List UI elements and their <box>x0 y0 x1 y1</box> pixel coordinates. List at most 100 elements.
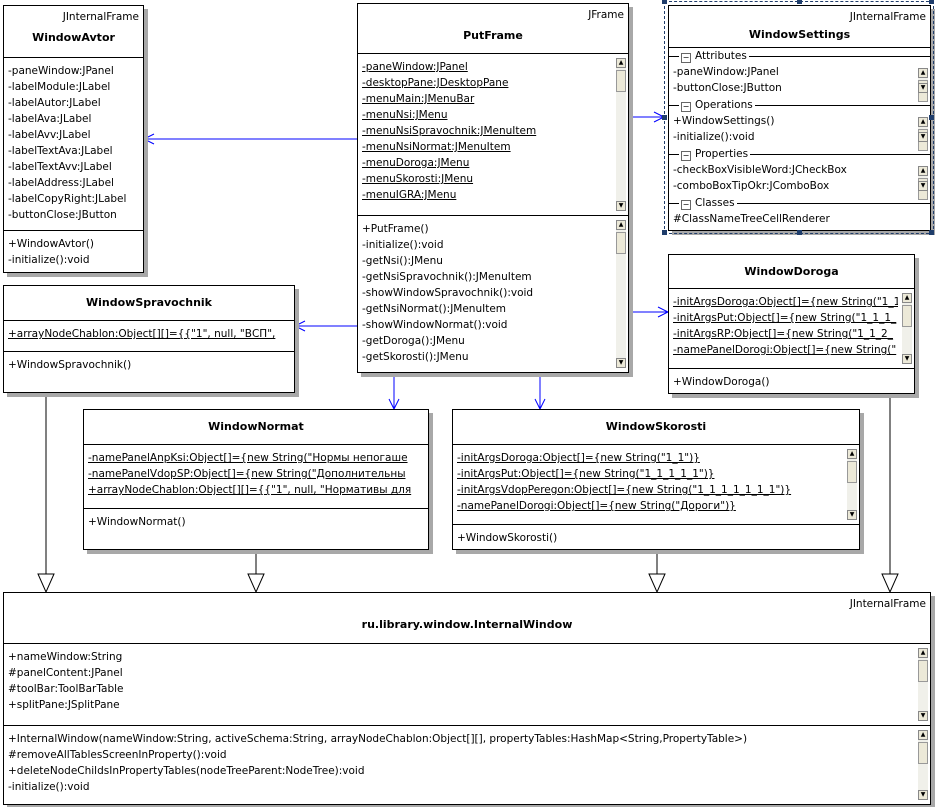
arrow-up-icon[interactable]: ▲ <box>616 58 626 68</box>
scrollbar[interactable]: ▲▼ <box>616 220 626 368</box>
attribute-item[interactable]: -initArgsPut:Object[]={new String("1_1_1… <box>457 468 715 480</box>
attribute-item[interactable]: -namePanelVdopSP:Object[]={new String("Д… <box>88 468 406 480</box>
operation-item[interactable]: #removeAllTablesScreenInProperty():void <box>8 749 227 761</box>
arrow-down-icon[interactable]: ▼ <box>918 132 928 142</box>
attribute-item[interactable]: -namePanelDorogi:Object[]={new String(" <box>673 344 897 356</box>
attribute-item[interactable]: -labelTextAvv:JLabel <box>8 161 112 173</box>
attribute-item[interactable]: -buttonClose:JButton <box>8 209 117 221</box>
arrow-down-icon[interactable]: ▼ <box>918 790 928 800</box>
resize-handle[interactable] <box>929 115 934 120</box>
scrollbar[interactable]: ▲▼ <box>918 68 928 102</box>
scrollbar-thumb[interactable] <box>902 305 912 327</box>
group-properties[interactable]: −Properties <box>669 146 930 162</box>
resize-handle[interactable] <box>929 0 934 4</box>
scrollbar-thumb[interactable] <box>847 461 857 483</box>
arrow-down-icon[interactable]: ▼ <box>918 711 928 721</box>
group-classes[interactable]: −Classes <box>669 195 930 211</box>
scrollbar-thumb[interactable] <box>918 742 928 764</box>
scrollbar[interactable]: ▲▼ <box>918 648 928 721</box>
attribute-item[interactable]: -labelAvv:JLabel <box>8 129 91 141</box>
attribute-item[interactable]: -initArgsVdopPeregon:Object[]={new Strin… <box>457 484 792 496</box>
resize-handle[interactable] <box>797 0 802 4</box>
minus-box-icon[interactable]: − <box>681 53 691 63</box>
attribute-item[interactable]: -menuSkorosti:JMenu <box>362 173 474 185</box>
minus-box-icon[interactable]: − <box>681 200 691 210</box>
member-item[interactable]: +WindowSettings() <box>673 115 775 127</box>
attribute-item[interactable]: -initArgsDoroga:Object[]={new String("1_… <box>457 452 700 464</box>
group-operations[interactable]: −Operations <box>669 97 930 113</box>
resize-handle[interactable] <box>662 230 667 235</box>
attribute-item[interactable]: -menuDoroga:JMenu <box>362 157 470 169</box>
class-window-skorosti[interactable]: WindowSkorosti-initArgsDoroga:Object[]={… <box>452 409 860 550</box>
resize-handle[interactable] <box>662 115 667 120</box>
attribute-item[interactable]: -labelCopyRight:JLabel <box>8 193 127 205</box>
operation-item[interactable]: -getNsi():JMenu <box>362 255 443 267</box>
operation-item[interactable]: -initialize():void <box>8 254 90 266</box>
arrow-down-icon[interactable]: ▼ <box>847 510 857 520</box>
attribute-item[interactable]: -labelAva:JLabel <box>8 113 92 125</box>
attribute-item[interactable]: -labelAutor:JLabel <box>8 97 101 109</box>
scrollbar-thumb[interactable] <box>616 70 626 92</box>
operation-item[interactable]: +InternalWindow(nameWindow:String, activ… <box>8 733 748 745</box>
operation-item[interactable]: -getSkorosti():JMenu <box>362 351 469 363</box>
scrollbar[interactable]: ▲▼ <box>918 117 928 151</box>
attribute-item[interactable]: -initArgsRP:Object[]={new String("1_1_2_ <box>673 328 893 340</box>
operation-item[interactable]: +PutFrame() <box>362 223 429 235</box>
member-item[interactable]: -buttonClose:JButton <box>673 82 782 94</box>
operation-item[interactable]: +WindowDoroga() <box>673 376 770 388</box>
member-item[interactable]: -initialize():void <box>673 131 755 143</box>
operation-item[interactable]: +WindowNormat() <box>88 516 186 528</box>
arrow-down-icon[interactable]: ▼ <box>902 354 912 364</box>
operation-item[interactable]: +WindowSpravochnik() <box>8 359 132 371</box>
arrow-down-icon[interactable]: ▼ <box>616 358 626 368</box>
operation-item[interactable]: -initialize():void <box>8 781 90 793</box>
operation-item[interactable]: -showWindowSpravochnik():void <box>362 287 534 299</box>
operation-item[interactable]: -initialize():void <box>362 239 444 251</box>
scrollbar-thumb[interactable] <box>918 660 928 682</box>
group-attributes[interactable]: −Attributes <box>669 48 930 64</box>
scrollbar[interactable]: ▲▼ <box>918 166 928 200</box>
attribute-item[interactable]: -namePanelDorogi:Object[]={new String("Д… <box>457 500 736 512</box>
scrollbar[interactable]: ▲▼ <box>902 293 912 364</box>
class-window-normat[interactable]: WindowNormat-namePanelAnpKsi:Object[]={n… <box>83 409 429 550</box>
attribute-item[interactable]: -desktopPane:JDesktopPane <box>362 77 509 89</box>
class-window-doroga[interactable]: WindowDoroga-initArgsDoroga:Object[]={ne… <box>668 254 915 394</box>
operation-item[interactable]: +deleteNodeChildsInPropertyTables(nodeTr… <box>8 765 365 777</box>
arrow-down-icon[interactable]: ▼ <box>918 83 928 93</box>
operation-item[interactable]: -getNsiSpravochnik():JMenuItem <box>362 271 532 283</box>
class-window-spravochnik[interactable]: WindowSpravochnik+arrayNodeChablon:Objec… <box>3 285 295 393</box>
attribute-item[interactable]: -menuIGRA:JMenu <box>362 189 457 201</box>
member-item[interactable]: -comboBoxTipOkr:JComboBox <box>673 180 830 192</box>
attribute-item[interactable]: +arrayNodeChablon:Object[][]={{"1", null… <box>88 484 412 496</box>
attribute-item[interactable]: -namePanelAnpKsi:Object[]={new String("Н… <box>88 452 408 464</box>
attribute-item[interactable]: -paneWindow:JPanel <box>8 65 114 77</box>
attribute-item[interactable]: -initArgsPut:Object[]={new String("1_1_1… <box>673 312 897 324</box>
attribute-item[interactable]: -initArgsDoroga:Object[]={new String("1_… <box>673 296 898 308</box>
member-item[interactable]: -checkBoxVisibleWord:JCheckBox <box>673 164 847 176</box>
arrow-up-icon[interactable]: ▲ <box>902 293 912 303</box>
attribute-item[interactable]: #panelContent:JPanel <box>8 667 123 679</box>
attribute-item[interactable]: -menuNsiSpravochnik:JMenuItem <box>362 125 537 137</box>
operation-item[interactable]: -getNsiNormat():JMenuItem <box>362 303 507 315</box>
member-item[interactable]: #ClassNameTreeCellRenderer <box>673 213 830 225</box>
arrow-down-icon[interactable]: ▼ <box>616 201 626 211</box>
resize-handle[interactable] <box>662 0 667 4</box>
attribute-item[interactable]: -labelTextAva:JLabel <box>8 145 113 157</box>
operation-item[interactable]: -showWindowNormat():void <box>362 319 508 331</box>
attribute-item[interactable]: -paneWindow:JPanel <box>362 61 468 73</box>
attribute-item[interactable]: -menuMain:JMenuBar <box>362 93 475 105</box>
arrow-up-icon[interactable]: ▲ <box>918 730 928 740</box>
resize-handle[interactable] <box>797 230 802 235</box>
scrollbar[interactable]: ▲▼ <box>847 449 857 520</box>
arrow-up-icon[interactable]: ▲ <box>918 648 928 658</box>
scrollbar-thumb[interactable] <box>616 232 626 254</box>
arrow-down-icon[interactable]: ▼ <box>918 181 928 191</box>
minus-box-icon[interactable]: − <box>681 102 691 112</box>
attribute-item[interactable]: -menuNsiNormat:JMenuItem <box>362 141 511 153</box>
arrow-up-icon[interactable]: ▲ <box>918 68 928 78</box>
minus-box-icon[interactable]: − <box>681 151 691 161</box>
scrollbar[interactable]: ▲▼ <box>918 730 928 800</box>
